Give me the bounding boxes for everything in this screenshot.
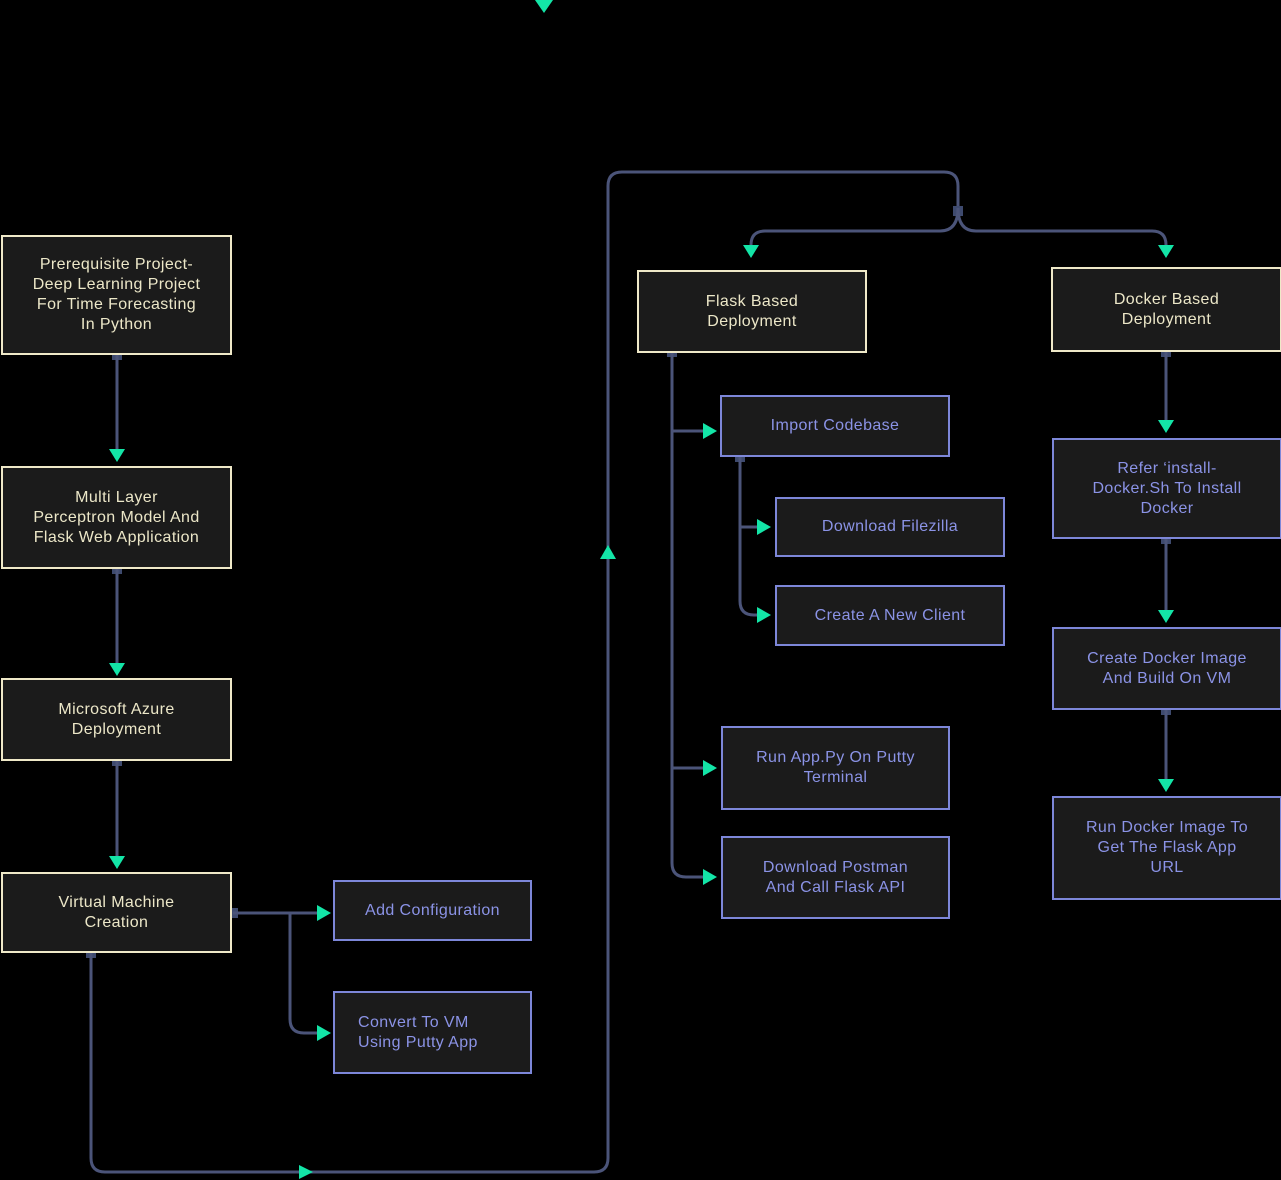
connector-mlp-to-azure xyxy=(109,564,125,676)
connector-line xyxy=(89,170,960,1174)
node-refer-install-docker[interactable]: Refer ‘install- Docker.Sh To Install Doc… xyxy=(1052,438,1281,539)
node-docker-deployment[interactable]: Docker Based Deployment xyxy=(1051,267,1281,352)
connector-vm-to-convert-vm xyxy=(288,913,331,1041)
node-label: Create A New Client xyxy=(814,606,966,624)
node-run-app-putty[interactable]: Run App.Py On Putty Terminal xyxy=(721,726,950,810)
node-download-postman[interactable]: Download Postman And Call Flask API xyxy=(721,836,950,919)
node-label: Docker Based Deployment xyxy=(1113,290,1220,328)
node-flask-deployment[interactable]: Flask Based Deployment xyxy=(637,270,867,353)
node-label: Flask Based Deployment xyxy=(705,292,799,330)
connector-azure-to-vm xyxy=(109,756,125,869)
arrowhead-icon xyxy=(1158,420,1174,433)
connector-prerequisite-to-mlp xyxy=(109,350,125,462)
node-vm-creation[interactable]: Virtual Machine Creation xyxy=(1,872,232,953)
node-import-codebase[interactable]: Import Codebase xyxy=(720,395,950,457)
node-add-configuration[interactable]: Add Configuration xyxy=(333,880,532,941)
node-label: Download Postman And Call Flask API xyxy=(762,858,909,896)
arrowhead-icon xyxy=(317,905,331,921)
node-create-docker-image[interactable]: Create Docker Image And Build On VM xyxy=(1052,627,1281,710)
arrowhead-icon xyxy=(317,1025,331,1041)
connector-junction-to-flask-deployment xyxy=(743,207,960,258)
node-label: Virtual Machine Creation xyxy=(58,893,175,931)
node-download-filezilla[interactable]: Download Filezilla xyxy=(775,497,1005,557)
arrowhead-icon xyxy=(1158,245,1174,258)
node-label: Convert To VM Using Putty App xyxy=(358,1013,478,1051)
arrowhead-icon xyxy=(757,519,771,535)
node-run-docker-image[interactable]: Run Docker Image To Get The Flask App UR… xyxy=(1052,796,1281,900)
arrowhead-icon xyxy=(1158,779,1174,792)
top-entry-arrowhead-icon xyxy=(535,0,553,13)
arrowhead-icon xyxy=(109,856,125,869)
connector-vm-to-add-configuration xyxy=(228,905,331,921)
arrowhead-icon xyxy=(703,760,717,776)
node-label: Run Docker Image To Get The Flask App UR… xyxy=(1085,819,1249,876)
arrowhead-icon xyxy=(109,663,125,676)
node-label: Microsoft Azure Deployment xyxy=(58,700,175,738)
node-label: Run App.Py On Putty Terminal xyxy=(756,749,915,786)
node-label: Import Codebase xyxy=(770,417,900,434)
node-label: Create Docker Image And Build On VM xyxy=(1087,649,1247,687)
connector-create-image-to-run-image xyxy=(1158,705,1174,792)
arrowhead-icon xyxy=(757,607,771,623)
connector-import-subtree xyxy=(735,452,771,623)
node-label: Download Filezilla xyxy=(821,518,959,535)
connector-docker-to-refer-install xyxy=(1158,347,1174,433)
node-label: Refer ‘install- Docker.Sh To Install Doc… xyxy=(1092,459,1242,517)
connector-line xyxy=(749,207,960,246)
arrowhead-icon xyxy=(743,245,759,258)
arrowhead-icon xyxy=(1158,610,1174,623)
connector-line xyxy=(288,913,317,1035)
arrowhead-icon xyxy=(703,423,717,439)
connector-junction-to-docker-deployment xyxy=(956,207,1174,258)
connector-line xyxy=(738,457,757,617)
arrowhead-icon xyxy=(299,1165,313,1179)
node-label: Multi Layer Perceptron Model And Flask W… xyxy=(33,488,200,546)
connector-refer-to-create-image xyxy=(1158,534,1174,623)
node-mlp-flask-app[interactable]: Multi Layer Perceptron Model And Flask W… xyxy=(1,466,232,569)
node-azure-deployment[interactable]: Microsoft Azure Deployment xyxy=(1,678,232,761)
node-label: Prerequisite Project- Deep Learning Proj… xyxy=(32,256,201,333)
arrowhead-icon xyxy=(600,545,616,559)
node-prerequisite-project[interactable]: Prerequisite Project- Deep Learning Proj… xyxy=(1,235,232,355)
connector-line xyxy=(956,207,1168,246)
connector-flask-subtree xyxy=(667,347,717,885)
connector-line xyxy=(670,352,703,879)
node-create-new-client[interactable]: Create A New Client xyxy=(775,585,1005,646)
node-convert-to-vm[interactable]: Convert To VM Using Putty App xyxy=(333,991,532,1074)
arrowhead-icon xyxy=(703,869,717,885)
arrowhead-icon xyxy=(109,449,125,462)
node-label: Add Configuration xyxy=(365,901,500,919)
